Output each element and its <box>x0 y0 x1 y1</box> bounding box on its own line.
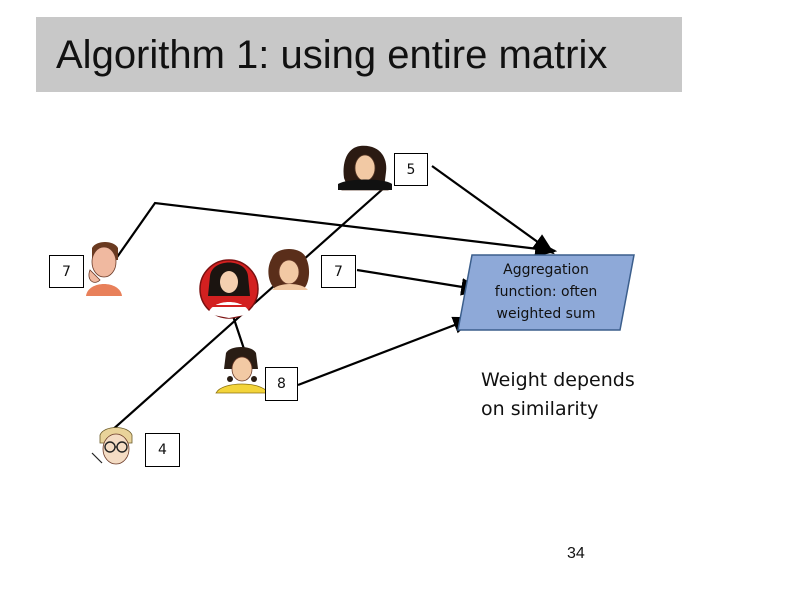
man-glasses-icon <box>91 427 133 465</box>
rating-right-user: 7 <box>321 255 356 288</box>
man-portrait-icon <box>86 242 122 296</box>
slide-title: Algorithm 1: using entire matrix <box>56 33 608 77</box>
rating-left-user: 7 <box>49 255 84 288</box>
aggregation-function-box: Aggregation function: often weighted sum <box>457 254 635 331</box>
target-user-icon <box>199 259 259 319</box>
girl-portrait-icon <box>215 347 269 394</box>
woman-portrait-icon <box>268 249 310 290</box>
rating-bottom-user: 4 <box>145 433 180 467</box>
woman-portrait-icon <box>338 145 392 191</box>
arrow-lower-user-to-aggregation <box>297 316 476 387</box>
aggregation-line-3: weighted sum <box>497 306 596 322</box>
arrow-right-user-to-aggregation <box>356 268 484 296</box>
arrow-left-to-aggregation <box>107 201 558 271</box>
arrow-top-to-aggregation <box>431 165 555 255</box>
aggregation-line-1: Aggregation <box>503 262 589 278</box>
weight-note: Weight depends on similarity <box>481 369 635 420</box>
aggregation-line-2: function: often <box>495 284 598 300</box>
line-target-to-lower-user <box>231 315 247 353</box>
connector-lines <box>107 165 558 433</box>
rating-top-user: 5 <box>394 153 428 186</box>
rating-lower-user: 8 <box>265 367 298 401</box>
title-bar: Algorithm 1: using entire matrix <box>36 17 682 92</box>
page-number: 34 <box>567 545 585 562</box>
